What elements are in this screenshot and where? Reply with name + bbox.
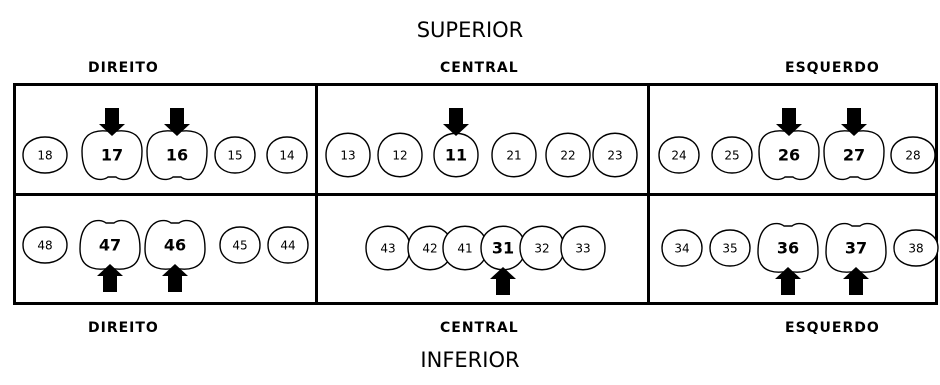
tooth-number: 47: [99, 236, 121, 255]
tooth-number: 13: [340, 149, 355, 163]
tooth-number: 16: [166, 146, 188, 165]
tooth-14[interactable]: 14: [267, 137, 307, 173]
tooth-27[interactable]: 27: [824, 131, 884, 180]
tooth-number: 24: [671, 149, 686, 163]
tooth-47[interactable]: 47: [80, 221, 140, 270]
tooth-23[interactable]: 23: [593, 133, 637, 177]
tooth-11[interactable]: 11: [434, 133, 478, 177]
label-central-bottom: CENTRAL: [440, 320, 519, 336]
tooth-24[interactable]: 24: [659, 137, 699, 173]
tooth-26[interactable]: 26: [759, 131, 819, 180]
tooth-32[interactable]: 32: [520, 226, 564, 270]
tooth-number: 12: [392, 149, 407, 163]
tooth-43[interactable]: 43: [366, 226, 410, 270]
label-esquerdo-bottom: ESQUERDO: [785, 320, 880, 336]
tooth-number: 18: [37, 149, 52, 163]
tooth-35[interactable]: 35: [710, 230, 750, 266]
tooth-33[interactable]: 33: [561, 226, 605, 270]
tooth-number: 28: [905, 149, 920, 163]
tooth-37[interactable]: 37: [826, 224, 886, 273]
tooth-number: 33: [575, 242, 590, 256]
tooth-number: 48: [37, 239, 52, 253]
tooth-38[interactable]: 38: [894, 230, 938, 266]
tooth-number: 21: [506, 149, 521, 163]
tooth-number: 38: [908, 242, 923, 256]
tooth-number: 27: [843, 146, 865, 165]
tooth-number: 11: [445, 146, 467, 165]
tooth-number: 14: [279, 149, 294, 163]
tooth-number: 23: [607, 149, 622, 163]
tooth-number: 46: [164, 236, 186, 255]
tooth-number: 45: [232, 239, 247, 253]
tooth-number: 17: [101, 146, 123, 165]
tooth-36[interactable]: 36: [758, 224, 818, 273]
tooth-28[interactable]: 28: [891, 137, 935, 173]
label-direito-bottom: DIREITO: [88, 320, 159, 336]
tooth-34[interactable]: 34: [662, 230, 702, 266]
tooth-46[interactable]: 46: [145, 221, 205, 270]
tooth-number: 32: [534, 242, 549, 256]
tooth-17[interactable]: 17: [82, 131, 142, 180]
tooth-22[interactable]: 22: [546, 133, 590, 177]
tooth-number: 25: [724, 149, 739, 163]
arrow-up-icon: [490, 267, 516, 295]
tooth-18[interactable]: 18: [23, 137, 67, 173]
tooth-number: 37: [845, 239, 867, 258]
arrow-down-icon: [443, 108, 469, 136]
tooth-number: 36: [777, 239, 799, 258]
tooth-number: 31: [492, 239, 514, 258]
tooth-21[interactable]: 21: [492, 133, 536, 177]
tooth-12[interactable]: 12: [378, 133, 422, 177]
tooth-44[interactable]: 44: [268, 227, 308, 263]
tooth-number: 22: [560, 149, 575, 163]
tooth-number: 26: [778, 146, 800, 165]
tooth-number: 44: [280, 239, 295, 253]
tooth-number: 41: [457, 242, 472, 256]
tooth-15[interactable]: 15: [215, 137, 255, 173]
tooth-number: 43: [380, 242, 395, 256]
tooth-45[interactable]: 45: [220, 227, 260, 263]
title-inferior: INFERIOR: [0, 348, 940, 372]
tooth-31[interactable]: 31: [481, 226, 525, 270]
tooth-number: 15: [227, 149, 242, 163]
tooth-number: 35: [722, 242, 737, 256]
tooth-number: 34: [674, 242, 689, 256]
tooth-number: 42: [422, 242, 437, 256]
tooth-25[interactable]: 25: [712, 137, 752, 173]
tooth-13[interactable]: 13: [326, 133, 370, 177]
tooth-48[interactable]: 48: [23, 227, 67, 263]
tooth-16[interactable]: 16: [147, 131, 207, 180]
